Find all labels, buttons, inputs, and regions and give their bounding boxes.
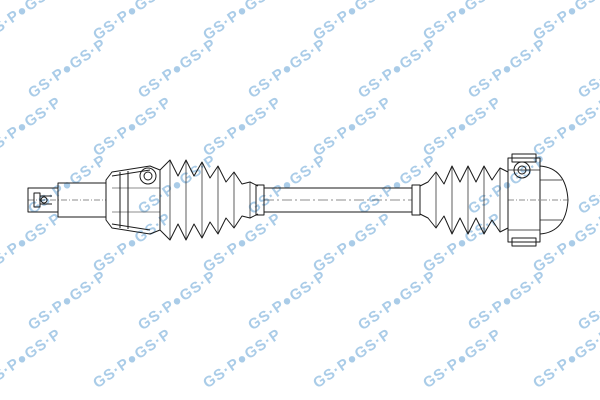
left-stub-shaft — [27, 182, 107, 218]
left-cv-joint — [105, 165, 161, 235]
right-cv-joint — [507, 153, 569, 247]
left-boot — [159, 159, 265, 241]
right-boot — [411, 165, 509, 235]
shaft-tube — [264, 187, 412, 213]
